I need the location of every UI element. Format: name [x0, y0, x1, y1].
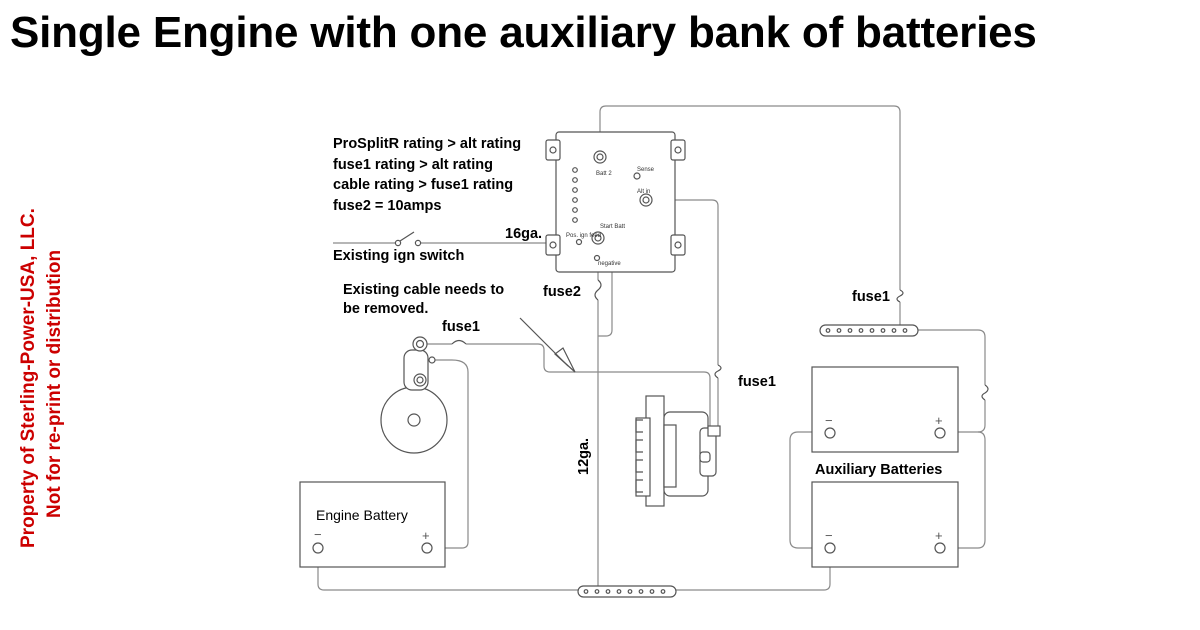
plus-sign: + [422, 528, 430, 543]
fuse2-label: fuse2 [543, 284, 581, 300]
watermark-line-2: Not for re-print or distribution [44, 250, 65, 518]
fuse-symbols [451, 279, 989, 401]
fuse1-aux-label: fuse1 [852, 289, 890, 305]
ground-bus-bar [577, 585, 677, 598]
alt-in-label: Alt in [637, 189, 650, 195]
remove-note-line-1: Existing cable needs to [343, 282, 504, 298]
ign-feed-terminal [575, 238, 583, 246]
batt2-label: Batt 2 [596, 171, 612, 177]
note-line: cable rating > fuse1 rating [333, 177, 513, 193]
note-line: fuse2 = 10amps [333, 198, 441, 214]
negative-terminal [593, 254, 601, 262]
note-line: ProSplitR rating > alt rating [333, 136, 521, 152]
fuse1-starter-symbol [451, 339, 467, 345]
note-line: fuse1 rating > alt rating [333, 157, 493, 173]
prosplitr-unit: Batt 2 Sense Alt in Start Batt Pos. ign … [545, 131, 686, 273]
page-title: Single Engine with one auxiliary bank of… [10, 8, 1037, 57]
engine-battery-negative-terminal [312, 542, 324, 554]
wires [317, 105, 986, 591]
notes-block: ProSplitR rating > alt rating fuse1 rati… [333, 136, 521, 214]
remove-note-line-2: be removed. [343, 301, 428, 317]
minus-sign: − [314, 527, 322, 542]
aux-positive-bus-bar [819, 324, 919, 337]
aux-bottom-negative-terminal [824, 542, 836, 554]
gauge-16-label: 16ga. [505, 226, 542, 242]
plus-sign: + [935, 528, 943, 543]
watermark: Property of Sterling-Power-USA, LLC. Not… [18, 208, 65, 548]
diagram-labels: 16ga. Existing ign switch Existing cable… [333, 226, 890, 475]
aux-batteries-label: Auxiliary Batteries [815, 462, 942, 478]
aux-fuse-symbol [981, 384, 989, 401]
engine-battery-positive-terminal [421, 542, 433, 554]
fuse1-aux-symbol [896, 289, 904, 303]
minus-sign: − [825, 528, 833, 543]
fuse2-symbol [594, 279, 602, 301]
alternator [635, 395, 721, 507]
minus-sign: − [825, 413, 833, 428]
gauge-12-label: 12ga. [576, 438, 592, 475]
plus-sign: + [935, 413, 943, 428]
ignition-switch [394, 231, 422, 247]
ign-switch-label: Existing ign switch [333, 248, 464, 264]
starter-motor [380, 336, 448, 454]
ign-feed-label: Pos. ign feed [566, 233, 601, 239]
aux-top-positive-terminal [934, 427, 946, 439]
watermark-line-1: Property of Sterling-Power-USA, LLC. [18, 208, 39, 548]
aux-battery-bottom: − + [811, 481, 959, 568]
sense-label: Sense [637, 167, 655, 173]
engine-battery: Engine Battery − + [299, 481, 446, 568]
remove-arrow [519, 317, 576, 373]
negative-label: negative [598, 261, 621, 267]
aux-top-negative-terminal [824, 427, 836, 439]
fuse1-starter-label: fuse1 [442, 319, 480, 335]
aux-bottom-positive-terminal [934, 542, 946, 554]
start-batt-label: Start Batt [600, 224, 625, 230]
engine-battery-label: Engine Battery [316, 507, 408, 523]
fuse1-alt-label: fuse1 [738, 374, 776, 390]
sense-terminal [633, 172, 641, 180]
fuse1-alt-symbol [714, 364, 722, 379]
aux-battery-top: − + [811, 366, 959, 453]
